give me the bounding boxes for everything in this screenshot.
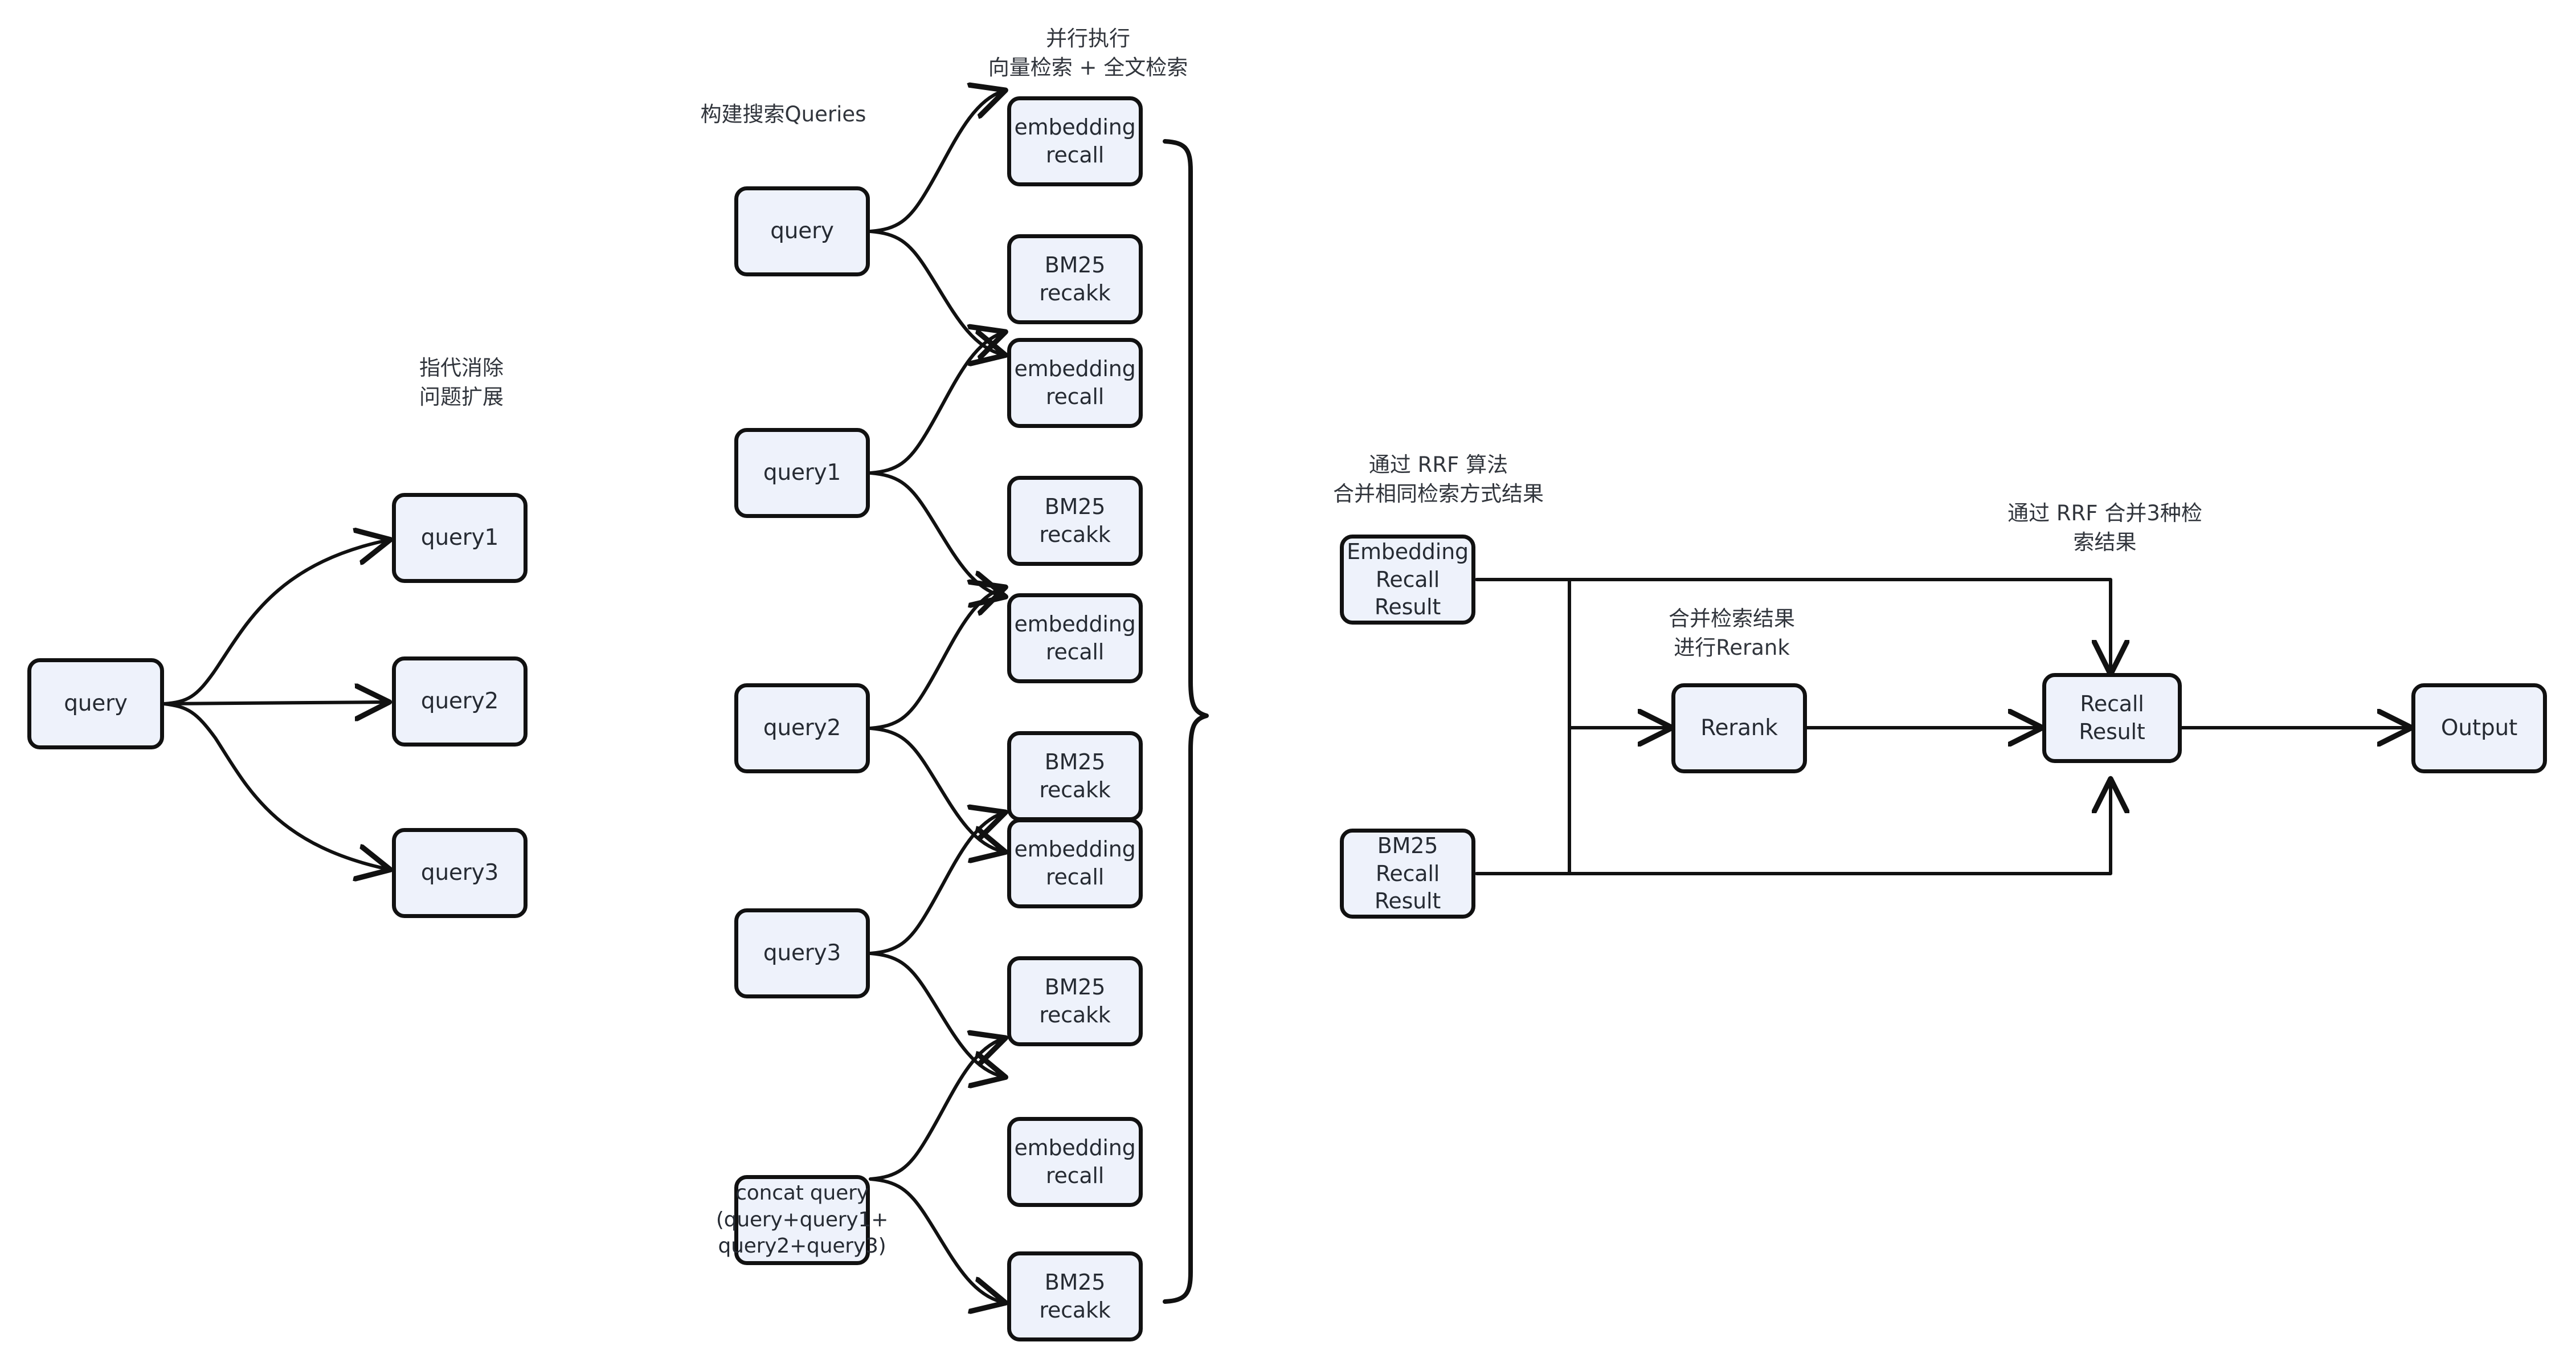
node-query1-expansion[interactable]: query1 — [392, 493, 528, 583]
edge-g4-query3-to-embedding — [869, 813, 1003, 955]
node-stage2-query1-g2[interactable]: query1 — [734, 428, 870, 518]
node-label: query3 — [763, 940, 841, 966]
node-bm25-recall-g2[interactable]: BM25 recakk — [1007, 476, 1143, 566]
node-label: BM25 Recall Result — [1374, 833, 1441, 914]
node-label: BM25 recakk — [1039, 974, 1111, 1027]
node-label: Rerank — [1700, 715, 1778, 741]
node-label: concat query (query+query1+ query2+query… — [715, 1181, 889, 1258]
edge-g1-query-to-embedding — [869, 91, 1003, 233]
node-embedding-recall-g2[interactable]: embedding recall — [1007, 338, 1143, 428]
caption-rrf-same-method: 通过 RRF 算法 合并相同检索方式结果 — [1333, 452, 1544, 507]
edge-query-to-query2 — [162, 702, 386, 704]
caption-merge-rerank: 合并检索结果 进行Rerank — [1669, 606, 1795, 660]
edge-g3-query2-to-bm25 — [869, 727, 1003, 851]
node-label: query3 — [420, 860, 499, 886]
node-label: BM25 recakk — [1039, 1270, 1111, 1323]
node-label: BM25 recakk — [1039, 494, 1111, 547]
node-label: BM25 recakk — [1039, 749, 1111, 802]
node-label: embedding recall — [1014, 611, 1136, 664]
node-label: Recall Result — [2079, 691, 2145, 744]
caption-rrf-three: 通过 RRF 合并3种检索结果 — [2007, 501, 2202, 555]
node-label: query2 — [763, 715, 841, 741]
node-label: query1 — [420, 525, 499, 551]
caption-left-stage: 指代消除 问题扩展 — [419, 356, 504, 410]
node-stage2-query3-g4[interactable]: query3 — [734, 908, 870, 998]
node-label: Output — [2440, 715, 2518, 741]
node-label: query — [64, 691, 128, 717]
node-embedding-recall-g4[interactable]: embedding recall — [1007, 818, 1143, 908]
node-recall-result[interactable]: Recall Result — [2042, 673, 2182, 763]
node-query2-expansion[interactable]: query2 — [392, 656, 528, 747]
edge-g5-concat-to-embedding — [869, 1039, 1003, 1181]
node-label: embedding recall — [1014, 837, 1136, 890]
node-bm25-recall-g1[interactable]: BM25 recakk — [1007, 234, 1143, 324]
caption-build-queries: 构建搜索Queries — [700, 102, 866, 127]
node-label: BM25 recakk — [1039, 252, 1111, 305]
node-embedding-recall-g5[interactable]: embedding recall — [1007, 1117, 1143, 1207]
recall-group-brace — [1163, 139, 1209, 1304]
node-output[interactable]: Output — [2411, 683, 2547, 773]
node-stage2-query-g1[interactable]: query — [734, 186, 870, 276]
node-bm25-recall-g5[interactable]: BM25 recakk — [1007, 1251, 1143, 1341]
node-stage2-concat-query-g5[interactable]: concat query (query+query1+ query2+query… — [716, 1175, 888, 1265]
node-label: Embedding Recall Result — [1347, 539, 1469, 620]
edge-query-to-query1 — [162, 540, 387, 705]
node-embedding-recall-g1[interactable]: embedding recall — [1007, 96, 1143, 186]
node-embedding-recall-g3[interactable]: embedding recall — [1007, 593, 1143, 683]
node-embedding-recall-result[interactable]: Embedding Recall Result — [1340, 535, 1475, 625]
edge-g2-query1-to-bm25 — [869, 471, 1003, 596]
node-label: query2 — [420, 688, 499, 715]
node-query3-expansion[interactable]: query3 — [392, 828, 528, 918]
node-rerank[interactable]: Rerank — [1671, 683, 1807, 773]
node-label: query1 — [763, 460, 841, 486]
edge-query-to-query3 — [162, 702, 387, 869]
edge-g1-query-to-bm25 — [869, 230, 1003, 354]
edge-g3-query2-to-embedding — [869, 588, 1003, 730]
node-bm25-recall-g3[interactable]: BM25 recakk — [1007, 731, 1143, 821]
node-label: query — [770, 218, 834, 244]
edge-g4-query3-to-bm25 — [869, 952, 1003, 1076]
node-label: embedding recall — [1014, 356, 1136, 409]
edge-bm25-result-to-recall-result — [1475, 782, 2111, 875]
node-query-source[interactable]: query — [27, 658, 164, 749]
edge-g2-query1-to-embedding — [869, 333, 1003, 475]
node-stage2-query2-g3[interactable]: query2 — [734, 683, 870, 773]
node-label: embedding recall — [1014, 1135, 1136, 1188]
node-bm25-recall-result[interactable]: BM25 Recall Result — [1340, 829, 1475, 919]
caption-parallel-exec: 并行执行 向量检索 + 全文检索 — [988, 26, 1188, 80]
node-bm25-recall-g4[interactable]: BM25 recakk — [1007, 956, 1143, 1046]
node-label: embedding recall — [1014, 115, 1136, 168]
